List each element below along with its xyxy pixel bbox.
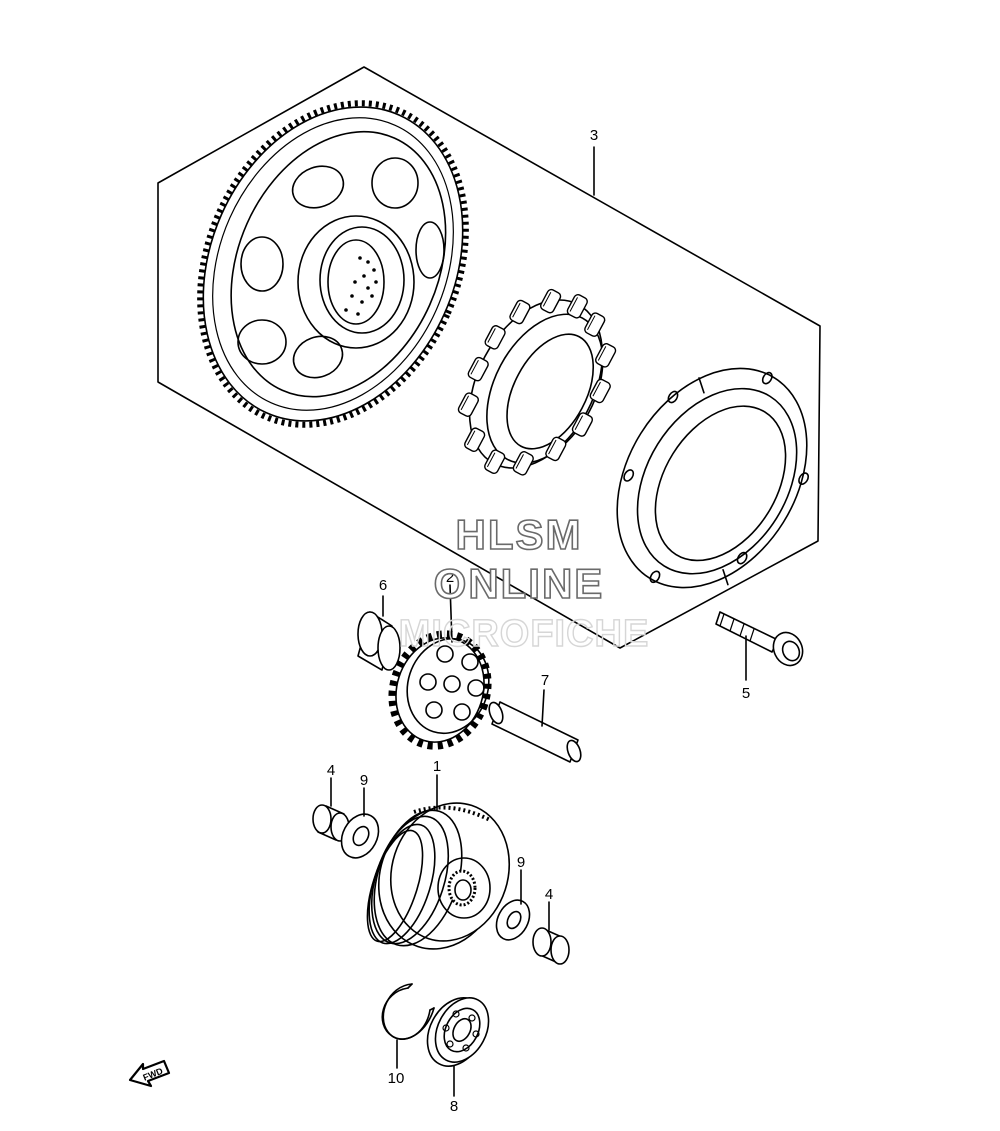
callout-labels: 3 6 2 5 7 1 4 9 9 4 10 8 — [327, 127, 750, 1115]
washer-9-right — [495, 899, 531, 941]
watermark-line-3: MICROFICHE — [399, 613, 650, 655]
bushing-4-left — [312, 804, 350, 842]
bushing-4-right — [532, 927, 570, 965]
callout-5: 5 — [742, 685, 750, 702]
bearing — [426, 997, 490, 1067]
callout-9-left: 9 — [360, 772, 368, 789]
callout-1: 1 — [433, 758, 441, 775]
watermark-line-2: ONLINE — [434, 560, 605, 607]
callout-2: 2 — [446, 569, 454, 586]
callout-9-right: 9 — [517, 854, 525, 871]
assembly-group-outline — [157, 66, 821, 649]
washer-9-left — [340, 813, 380, 859]
idle-gear-shaft — [488, 701, 582, 763]
forward-direction-arrow: FWD — [128, 1059, 171, 1088]
starter-clutch-gear — [197, 100, 469, 428]
watermark: HLSM ONLINE MICROFICHE — [398, 510, 650, 656]
leader-lines — [330, 146, 747, 1097]
starter-clutch-drum — [366, 802, 511, 950]
callout-6: 6 — [379, 577, 387, 594]
one-way-clutch — [456, 287, 618, 478]
clutch-cover-ring — [616, 367, 810, 589]
bushing-6 — [357, 611, 401, 671]
callout-7: 7 — [541, 672, 549, 689]
callout-4-right: 4 — [545, 886, 553, 903]
callout-10: 10 — [388, 1070, 405, 1087]
callout-8: 8 — [450, 1098, 458, 1115]
callout-4-left: 4 — [327, 762, 335, 779]
idle-gear — [388, 630, 492, 750]
bolt — [715, 611, 804, 667]
watermark-line-1: HLSM — [456, 511, 583, 558]
circlip — [381, 983, 435, 1040]
callout-3: 3 — [590, 127, 598, 144]
